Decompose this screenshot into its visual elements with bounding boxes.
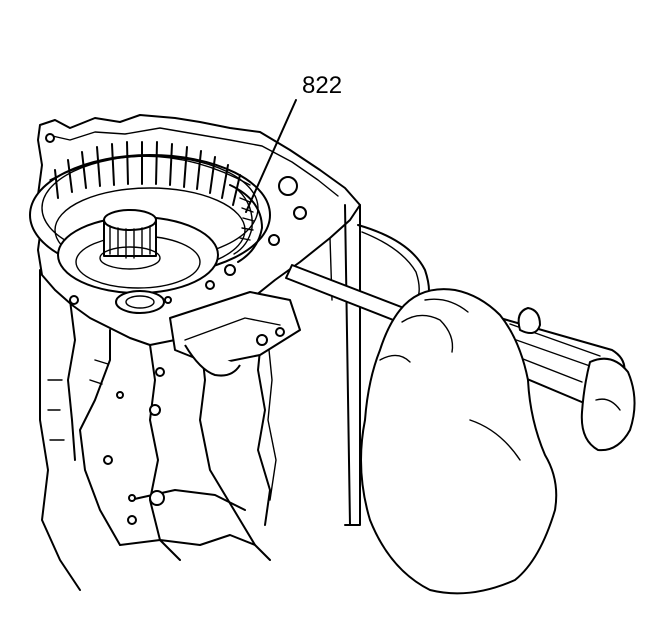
callout-label: 822 [302, 72, 343, 99]
center-hub [57, 209, 219, 314]
flange-bolt-holes [45, 133, 307, 305]
bracket [169, 291, 301, 377]
callout-leader [245, 99, 297, 213]
hand [360, 288, 636, 595]
housing-detail-lines [47, 359, 109, 441]
